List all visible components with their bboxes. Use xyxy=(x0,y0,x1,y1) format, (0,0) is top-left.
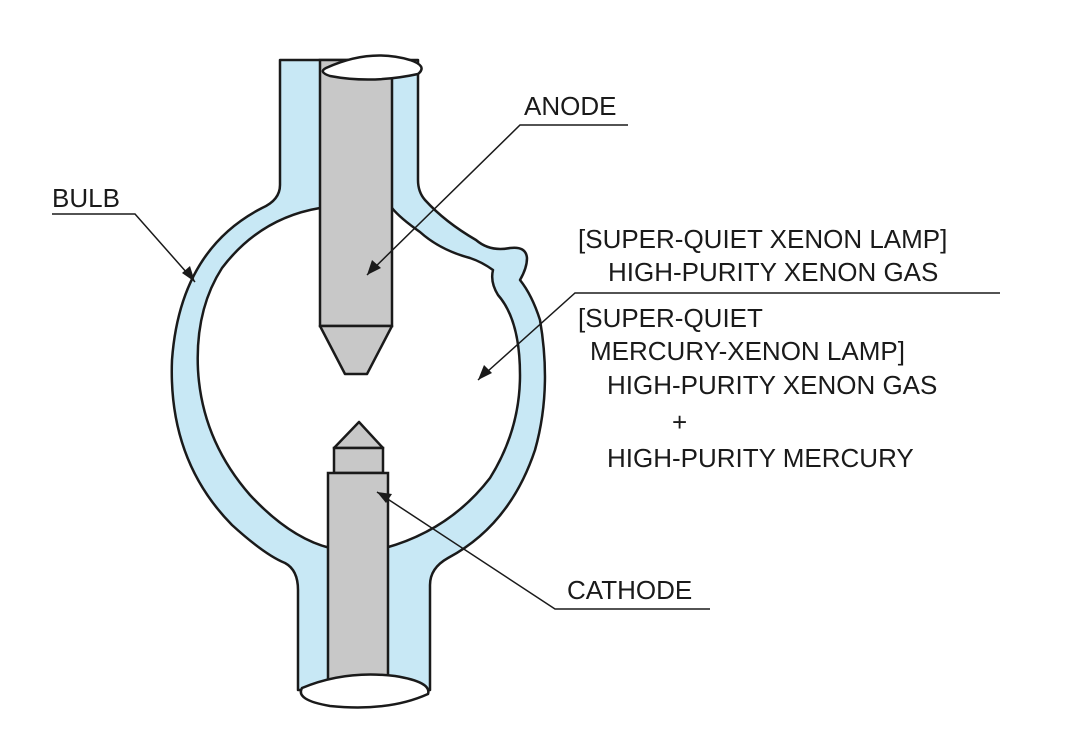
leader-lines xyxy=(52,124,1000,610)
anode-label: ANODE xyxy=(524,91,616,121)
mercury-xenon-gas: HIGH-PURITY XENON GAS xyxy=(607,370,937,400)
xenon-lamp-title: [SUPER-QUIET XENON LAMP] xyxy=(578,224,947,254)
mercury-xenon-title-2: MERCURY-XENON LAMP] xyxy=(590,336,905,366)
mercury-xenon-title-1: [SUPER-QUIET xyxy=(578,303,763,333)
bulb-inner-cavity xyxy=(196,206,522,550)
anode-arrowhead xyxy=(367,260,381,275)
mercury-xenon-plus: + xyxy=(672,407,687,437)
cathode-label: CATHODE xyxy=(567,575,692,605)
top-cut-end xyxy=(321,54,423,81)
bottom-cut-end xyxy=(299,673,430,709)
cathode-arrowhead xyxy=(377,492,392,503)
bulb-leader xyxy=(52,213,196,283)
xenon-lamp-gas: HIGH-PURITY XENON GAS xyxy=(608,257,938,287)
gas-arrowhead xyxy=(478,365,492,380)
anode-electrode xyxy=(318,58,394,376)
arrowheads xyxy=(182,260,492,503)
cathode-leader xyxy=(376,491,710,610)
bulb-label: BULB xyxy=(52,183,120,213)
mercury-xenon-mercury: HIGH-PURITY MERCURY xyxy=(607,443,914,473)
anode-leader xyxy=(366,124,628,276)
gas-leader xyxy=(477,292,1000,381)
bulb-arrowhead xyxy=(182,266,195,282)
cathode-electrode xyxy=(326,420,390,693)
